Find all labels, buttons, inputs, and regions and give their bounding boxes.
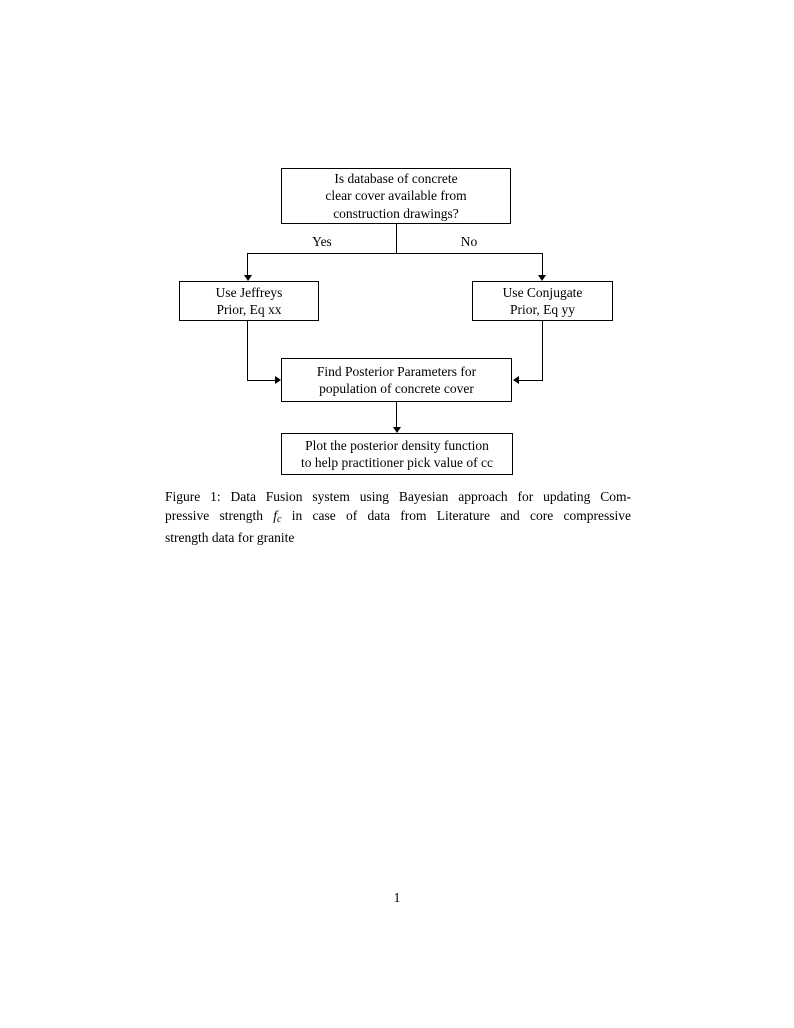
caption-text: in case of data from Literature and core… xyxy=(281,507,631,523)
math-fc-symbol: f xyxy=(273,507,278,523)
arrowhead-into-jeffreys xyxy=(244,275,252,281)
arrowhead-into-conjugate xyxy=(538,275,546,281)
arrowhead-into-posterior-left xyxy=(275,376,281,384)
caption-line-2: pressive strength fc in case of data fro… xyxy=(165,507,631,530)
flowchart-node-jeffreys-prior: Use Jeffreys Prior, Eq xx xyxy=(179,281,319,321)
flowchart-node-posterior-parameters: Find Posterior Parameters for population… xyxy=(281,358,512,402)
flowchart-node-plot-density: Plot the posterior density function to h… xyxy=(281,433,513,475)
caption-text: strength data for granite xyxy=(165,530,295,545)
caption-line-3: strength data for granite xyxy=(165,529,631,548)
connector-posterior-down xyxy=(396,402,397,428)
figure-flowchart: Is database of concrete clear cover avai… xyxy=(179,168,613,475)
connector-yes-down xyxy=(247,253,248,276)
connector-branch-horizontal xyxy=(247,253,543,254)
math-fc-subscript: c xyxy=(277,513,282,525)
connector-conjugate-down xyxy=(542,321,543,381)
connector-jeffreys-right xyxy=(247,380,275,381)
flowchart-node-conjugate-prior: Use Conjugate Prior, Eq yy xyxy=(472,281,613,321)
connector-decision-down xyxy=(396,224,397,253)
caption-text: Figure 1: Data Fusion system using Bayes… xyxy=(165,489,631,504)
arrowhead-into-posterior-right xyxy=(513,376,519,384)
page-number: 1 xyxy=(393,890,401,905)
figure-caption: Figure 1: Data Fusion system using Bayes… xyxy=(165,488,631,548)
flowchart-node-decision: Is database of concrete clear cover avai… xyxy=(281,168,511,224)
caption-line-1: Figure 1: Data Fusion system using Bayes… xyxy=(165,488,631,507)
connector-no-down xyxy=(542,253,543,276)
connector-conjugate-left xyxy=(518,380,543,381)
connector-jeffreys-down xyxy=(247,321,248,381)
edge-label-no: No xyxy=(460,234,478,249)
caption-text: pressive strength xyxy=(165,507,274,523)
edge-label-yes: Yes xyxy=(312,234,332,249)
arrowhead-into-plot xyxy=(393,427,401,433)
